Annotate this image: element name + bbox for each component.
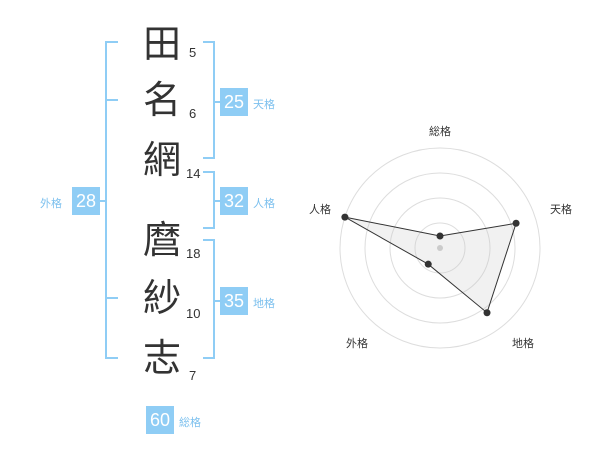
stroke-count-1: 5 (189, 45, 197, 60)
radar-axis-label-soukaku: 総格 (429, 125, 451, 138)
gaikaku-label: 外格 (40, 197, 62, 210)
radar-ring (389, 197, 491, 299)
jinkaku-value: 32 (220, 187, 248, 215)
tenkaku-bracket (203, 41, 215, 159)
name-char-1: 田 (142, 22, 181, 66)
gaikaku-value: 28 (72, 187, 100, 215)
radar-point-5 (341, 213, 349, 221)
radar-ring (364, 172, 516, 324)
radar-axis-label-gaikaku: 外格 (346, 337, 368, 350)
name-char-3: 網 (142, 138, 181, 182)
stroke-count-3: 14 (186, 166, 201, 181)
stroke-count-4: 18 (186, 246, 201, 261)
name-char-5: 紗 (142, 276, 181, 320)
chikaku-value: 35 (220, 287, 248, 315)
radar-ring (339, 147, 541, 349)
soukaku-label: 総格 (179, 416, 201, 429)
radar-ring (414, 222, 466, 274)
radar-point-4 (424, 260, 432, 268)
chikaku-label: 地格 (253, 297, 275, 310)
radar-axis-label-tenkaku: 天格 (550, 203, 572, 216)
soukaku-value: 60 (146, 406, 174, 434)
name-char-4: 麿 (142, 218, 181, 262)
stroke-count-2: 6 (189, 106, 197, 121)
name-char-2: 名 (142, 78, 181, 122)
radar-point-2 (512, 219, 520, 227)
stroke-count-6: 7 (189, 368, 197, 383)
stroke-count-5: 10 (186, 306, 201, 321)
radar-point-1 (436, 232, 444, 240)
radar-point-3 (483, 309, 491, 317)
chikaku-bracket (203, 239, 215, 359)
jinkaku-label: 人格 (253, 197, 275, 210)
radar-axis-label-jinkaku: 人格 (309, 203, 331, 216)
radar-axis-label-chikaku: 地格 (512, 337, 534, 350)
tenkaku-label: 天格 (253, 98, 275, 111)
radar-center (437, 245, 443, 251)
tenkaku-value: 25 (220, 88, 248, 116)
name-char-6: 志 (142, 336, 181, 380)
